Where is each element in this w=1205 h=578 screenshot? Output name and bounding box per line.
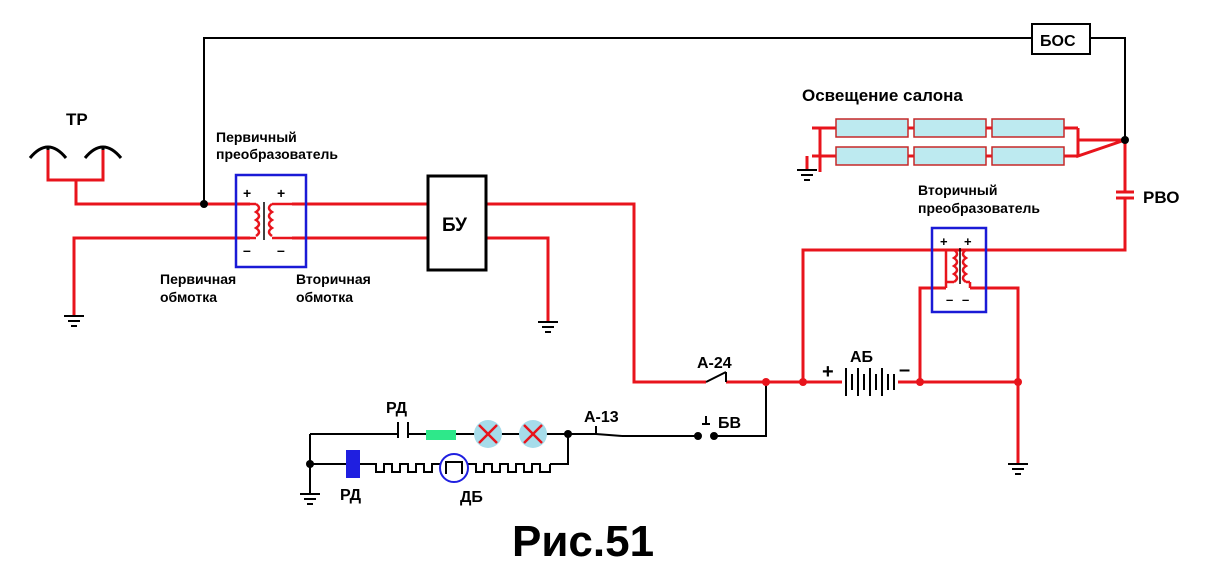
label-ab: АБ [850,349,873,366]
rd-contact [397,422,409,438]
figure-caption: Рис.51 [512,517,654,566]
bu-block [426,174,488,272]
a24-switch [705,371,727,383]
label-primary-winding-2: обмотка [160,289,217,305]
secondary-converter: + + – – [930,226,988,314]
label-primary-converter-2: преобразователь [216,146,338,162]
battery-plus: + [822,361,834,383]
label-rvo: РВО [1143,188,1179,207]
label-a13: А-13 [584,409,619,426]
label-primary-converter-1: Первичный [216,129,297,145]
wire-secondary-minus [918,286,946,382]
label-tr: ТР [66,110,88,129]
label-secondary-winding-2: обмотка [296,289,353,305]
junction-dot [306,460,314,468]
label-db: ДБ [460,489,483,506]
battery-minus: – [899,359,910,381]
coil-icon [253,202,261,238]
label-a24: А-24 [697,355,732,372]
label-rd-top: РД [386,400,408,417]
secondary-converter-frame [930,226,988,314]
lamp-icon [991,146,1065,166]
junction-dot [1014,378,1022,386]
heater-element [426,430,456,440]
rd-relay [346,450,360,478]
ground-icon [1008,463,1028,475]
tr-antennas [28,145,123,159]
db-sensor-wire [360,463,551,473]
primary-converter: + + – – [234,173,308,269]
ground-symbols [64,169,1028,505]
signal-lamps [474,420,547,448]
wire-primary-ground [72,236,250,316]
ground-icon [797,169,817,181]
label-bv: БВ [718,415,741,432]
ground-icon [64,315,84,327]
wire-bv-up [714,382,767,437]
secondary-minus-right: – [962,292,969,307]
wire-db-return [550,434,569,465]
primary-minus-left: – [243,242,251,258]
wire-lamps-right [1076,128,1126,159]
lamp-icon [991,118,1065,138]
label-primary-winding-1: Первичная [160,271,236,287]
label-bos: БОС [1040,33,1076,50]
wire-bos-right [1090,37,1126,140]
bv-switch [694,416,718,440]
lamp-icon [913,146,987,166]
junction-dot [564,430,572,438]
wire-bu-a24 [486,202,706,384]
lamp-icon [835,146,909,166]
label-bu: БУ [442,215,467,236]
lamp-icon [835,118,909,138]
primary-plus-right: + [277,185,285,201]
secondary-minus-left: – [946,292,953,307]
label-secondary-converter-2: преобразователь [918,200,1040,216]
label-cabin-light: Освещение салона [802,86,963,105]
bos-block [1031,23,1091,55]
coil-icon [267,202,275,238]
ground-icon [538,321,558,333]
db-sensor-inner [445,461,463,474]
db-sensor-icon [439,453,469,483]
junction-dot [916,378,924,386]
wire-bos-loop [203,37,1032,204]
label-secondary-winding-1: Вторичная [296,271,371,287]
junction-dot [799,378,807,386]
secondary-plus-left: + [940,234,948,249]
junction-dot [200,200,208,208]
battery-icon [845,368,895,396]
rvo-contact [1116,190,1134,215]
wire-secondary-ground [970,286,1020,464]
primary-minus-right: – [277,242,285,258]
lamp-cross-icon [523,424,543,444]
label-rd-bottom: РД [340,487,362,504]
wire-tr-primary-top [46,150,105,182]
a13-switch [595,426,623,437]
label-secondary-converter-1: Вторичный [918,182,997,198]
wire-bu-ground [486,236,550,322]
secondary-plus-right: + [964,234,972,249]
junction-dot [762,378,770,386]
ground-icon [300,493,320,505]
wire-tr-primary-down [74,180,250,206]
primary-converter-frame [234,173,308,269]
wire-rd-branch [310,422,399,435]
lamp-icon [913,118,987,138]
cabin-lamps [835,118,1065,166]
coil-icon [951,248,959,284]
coil-icon [961,248,969,284]
lamp-cross-icon [478,424,498,444]
primary-plus-left: + [243,185,251,201]
junction-dot [1121,136,1129,144]
